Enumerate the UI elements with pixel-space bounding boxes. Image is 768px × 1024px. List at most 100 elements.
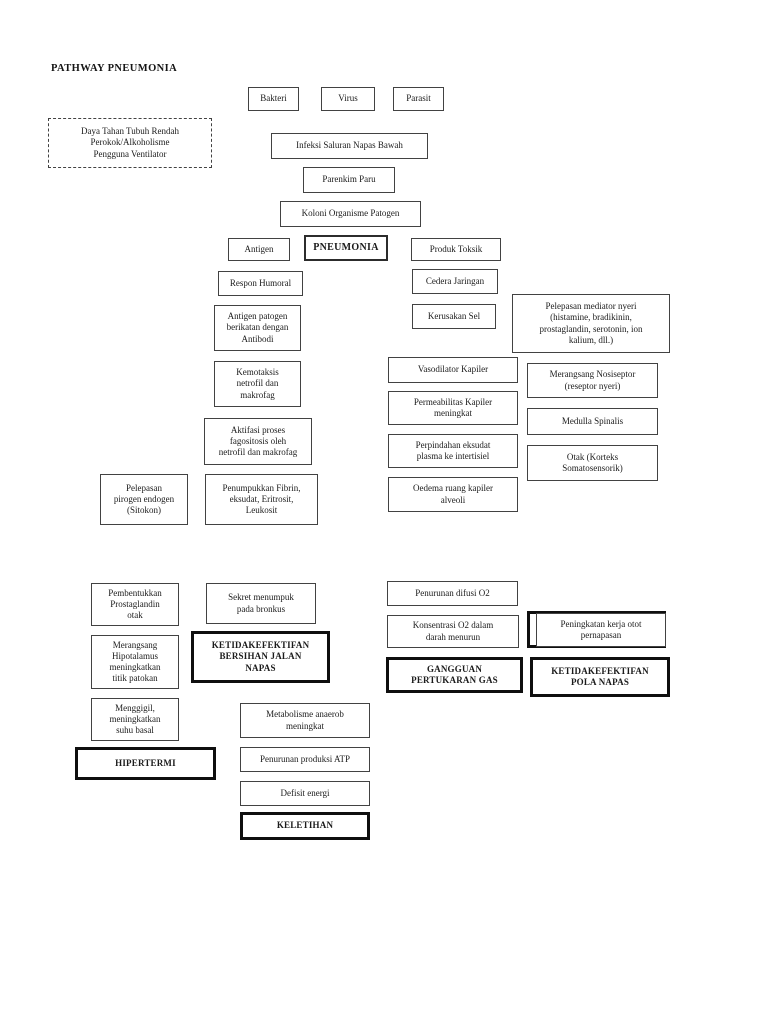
node-antigen: Antigen: [228, 238, 290, 261]
node-line: meningkat: [434, 408, 472, 418]
node-line: Parasit: [406, 93, 431, 104]
node-line: titik patokan: [112, 673, 158, 684]
node-line: Hipotalamus: [112, 650, 158, 661]
node-line: Bakteri: [260, 93, 287, 104]
node-line: Kemotaksis: [236, 367, 279, 378]
node-penurunan-produksi-atp: Penurunan produksi ATP: [240, 747, 370, 772]
node-line: Menggigil,: [115, 702, 155, 713]
node-line: meningkatkan: [109, 713, 161, 724]
node-line: KETIDAKEFEKTIFAN: [211, 640, 310, 651]
node-line: Virus: [338, 93, 358, 104]
node-koloni-organisme-patogen: Koloni Organisme Patogen: [280, 201, 421, 227]
node-line: Kerusakan Sel: [427, 310, 481, 321]
node-line: PERTUKARAN GAS: [411, 675, 498, 685]
node-line: netrofil dan makrofag: [218, 447, 298, 458]
node-infeksi-saluran-napas: Infeksi Saluran Napas Bawah: [271, 133, 428, 159]
node-line: NAPAS: [245, 662, 276, 673]
node-line: Daya Tahan Tubuh Rendah: [81, 126, 179, 137]
node-line: Leukosit: [245, 505, 278, 516]
node-line: Antibodi: [241, 333, 274, 344]
node-line: Pelepasan: [126, 482, 162, 493]
node-line: pada bronkus: [236, 603, 286, 614]
node-line: (reseptor nyeri): [564, 380, 621, 391]
node-line: Infeksi Saluran Napas Bawah: [296, 140, 403, 151]
node-line: suhu basal: [116, 725, 154, 736]
node-line: POLA NAPAS: [570, 677, 630, 687]
node-keletihan: KELETIHAN: [240, 812, 370, 840]
node-pelepasan-mediator-nyeri: Pelepasan mediator nyeri(histamine, brad…: [512, 294, 670, 353]
node-pneumonia: PNEUMONIA: [304, 235, 388, 261]
node-line: Produk Toksik: [429, 243, 483, 254]
node-line: Aktifasi proses: [230, 424, 286, 435]
node-line: Penumpukkan Fibrin,: [222, 482, 301, 493]
node-vasodilator-kapiler: Vasodilator Kapiler: [388, 357, 518, 383]
node-line: Metabolisme anaerob: [266, 709, 344, 720]
node-respon-humoral: Respon Humoral: [218, 271, 303, 296]
node-line: plasma ke intertisiel: [416, 451, 490, 461]
node-line: HIPERTERMI: [115, 757, 176, 768]
node-virus: Virus: [321, 87, 375, 111]
node-line: fagositosis oleh: [229, 435, 287, 446]
node-line: otak: [127, 610, 143, 621]
node-line: netrofil dan: [236, 378, 279, 389]
node-line: Merangsang Nosiseptor: [549, 369, 636, 380]
node-defisit-energi: Defisit energi: [240, 781, 370, 806]
node-line: Defisit energi: [280, 787, 330, 798]
node-parasit: Parasit: [393, 87, 444, 111]
node-merangsang-nosiseptor: Merangsang Nosiseptor(reseptor nyeri): [527, 363, 658, 398]
node-line: eksudat, Eritrosit,: [229, 493, 294, 504]
node-line: berikatan dengan: [226, 322, 289, 333]
node-line: Oedema ruang kapiler: [413, 483, 493, 494]
node-line: PNEUMONIA: [313, 241, 379, 253]
node-line: Somatosensorik): [562, 463, 623, 473]
node-line: Parenkim Paru: [322, 174, 376, 185]
node-line: Permeabilitas Kapiler: [413, 396, 493, 407]
node-line: Pelepasan mediator nyeri: [545, 301, 637, 311]
node-line: prostaglandin, serotonin, ion: [539, 323, 643, 334]
node-hipertermi: HIPERTERMI: [75, 747, 216, 780]
node-line: Perpindahan eksudat: [415, 439, 491, 450]
page-title: PATHWAY PNEUMONIA: [51, 63, 178, 74]
node-produk-toksik: Produk Toksik: [411, 238, 501, 261]
node-medulla-spinalis: Medulla Spinalis: [527, 408, 658, 435]
node-bakteri: Bakteri: [248, 87, 299, 111]
node-line: Konsentrasi O2 dalam: [412, 620, 494, 631]
node-line: Antigen patogen: [227, 311, 288, 322]
node-line: GANGGUAN: [426, 663, 483, 674]
node-line: Penurunan difusi O2: [415, 587, 490, 598]
node-line: Sekret menumpuk: [228, 592, 294, 603]
node-line: Merangsang: [112, 639, 158, 650]
node-line: Perokok/Alkoholisme: [90, 137, 170, 148]
node-line: Pembentukkan: [108, 587, 162, 598]
node-line: Cedera Jaringan: [425, 275, 485, 286]
node-line: pirogen endogen: [113, 493, 175, 504]
node-line: BERSIHAN JALAN: [219, 651, 302, 662]
node-line: (histamine, bradikinin,: [550, 312, 632, 323]
node-line: (Sitokon): [126, 505, 161, 516]
node-line: Pengguna Ventilator: [93, 148, 167, 159]
node-line: darah menurun: [425, 631, 481, 642]
node-cedera-jaringan: Cedera Jaringan: [412, 269, 498, 294]
node-line: meningkat: [286, 720, 324, 731]
node-line: Respon Humoral: [229, 277, 292, 288]
node-line: meningkatkan: [109, 662, 161, 672]
